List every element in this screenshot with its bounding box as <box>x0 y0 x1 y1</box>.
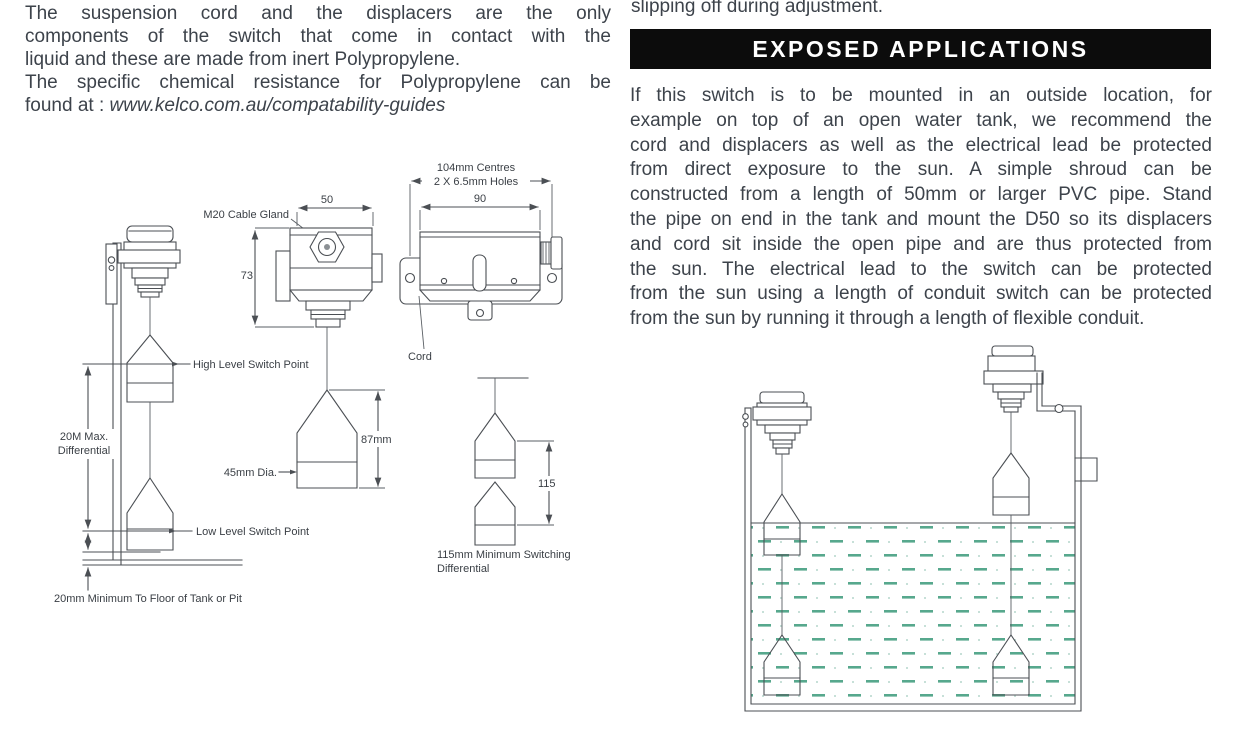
exposed-paragraph: If this switch is to be mounted in an ou… <box>630 84 1212 332</box>
low-level-label: Low Level Switch Point <box>196 526 309 538</box>
intro-line: The suspension cord and the displacers a… <box>25 3 611 24</box>
tank-walls <box>744 405 1098 712</box>
m20-gland-label: M20 Cable Gland <box>203 209 289 221</box>
right-lower-displacer <box>992 634 1030 696</box>
paragraph-fragment: slipping off during adjustment. <box>631 0 884 17</box>
banner-title: EXPOSED APPLICATIONS <box>752 35 1089 62</box>
left-switch <box>742 391 812 455</box>
dim-115-label: 115 <box>538 478 556 490</box>
max-differential-label-2: Differential <box>58 445 110 457</box>
exposed-line: example on top of an open water tank, we… <box>630 109 1212 131</box>
max-differential-label-1: 20M Max. <box>60 431 108 443</box>
exposed-line: If this switch is to be mounted in an ou… <box>630 85 1212 106</box>
intro-line: components of the switch that come in co… <box>25 26 611 47</box>
cord-label: Cord <box>408 351 432 363</box>
switch-body-side <box>117 225 181 298</box>
exposed-line: the sun. The electrical lead to the swit… <box>630 258 1212 280</box>
intro-line: The specific chemical resistance for Pol… <box>25 72 611 93</box>
found-at-text: found at : <box>25 95 110 116</box>
holes-label: 2 X 6.5mm Holes <box>434 176 519 188</box>
tank-water <box>750 522 1076 704</box>
dim-73-label: 73 <box>241 270 253 282</box>
exposed-line: cord and displacers as well as the elect… <box>630 134 1212 156</box>
dia-45-label: 45mm Dia. <box>224 467 277 479</box>
front-view-dimensions: 50 M20 Cable Gland 73 <box>203 194 400 489</box>
exposed-applications-banner: EXPOSED APPLICATIONS <box>630 29 1211 69</box>
floor-clearance-label: 20mm Minimum To Floor of Tank or Pit <box>54 593 242 605</box>
intro-line: liquid and these are made from inert Pol… <box>25 49 461 70</box>
left-lower-displacer <box>763 634 801 696</box>
intro-line: found at : www.kelco.com.au/compatabilit… <box>25 94 611 117</box>
right-upper-displacer <box>992 452 1030 516</box>
min-switching-label-1: 115mm Minimum Switching <box>437 549 571 561</box>
high-displacer <box>126 334 174 403</box>
outlet-pipe <box>1074 457 1098 482</box>
bracket-side-view: 104mm Centres 2 X 6.5mm Holes 90 <box>399 162 563 363</box>
exposed-line: from the sun using a length of conduit s… <box>630 283 1212 305</box>
exposed-line: from direct exposure to the sun. A simpl… <box>630 159 1212 181</box>
tank-installation-diagram <box>742 345 1098 712</box>
right-switch <box>983 345 1082 414</box>
exposed-line: from the sun by running it through a len… <box>630 308 1145 330</box>
displacer-pair: 115 115mm Minimum Switching Differential <box>437 377 571 575</box>
compatibility-guides-link[interactable]: www.kelco.com.au/compatability-guides <box>109 95 446 116</box>
dimension-diagram: 20M Max. Differential High Level Switch … <box>52 162 571 605</box>
min-switching-label-2: Differential <box>437 563 489 575</box>
adjuster-knob <box>540 236 563 270</box>
mounting-bracket <box>1036 372 1082 414</box>
exposed-line: the pipe on end in the tank and mount th… <box>630 208 1212 230</box>
dim-50-label: 50 <box>321 194 333 206</box>
large-displacer <box>296 389 358 489</box>
high-level-label: High Level Switch Point <box>193 359 309 371</box>
pole-mount-side-view: 20M Max. Differential High Level Switch … <box>52 225 309 605</box>
low-displacer <box>126 476 174 551</box>
exposed-line: constructed from a length of 50mm or lar… <box>630 184 1212 206</box>
exposed-line: and cord sit inside the open pipe and ar… <box>630 233 1212 255</box>
dim-90-label: 90 <box>474 193 486 205</box>
intro-paragraph: The suspension cord and the displacers a… <box>25 2 611 117</box>
dim-87-label: 87mm <box>361 434 392 446</box>
cable-gland-hex <box>309 231 345 263</box>
centres-104-label: 104mm Centres <box>437 162 516 174</box>
